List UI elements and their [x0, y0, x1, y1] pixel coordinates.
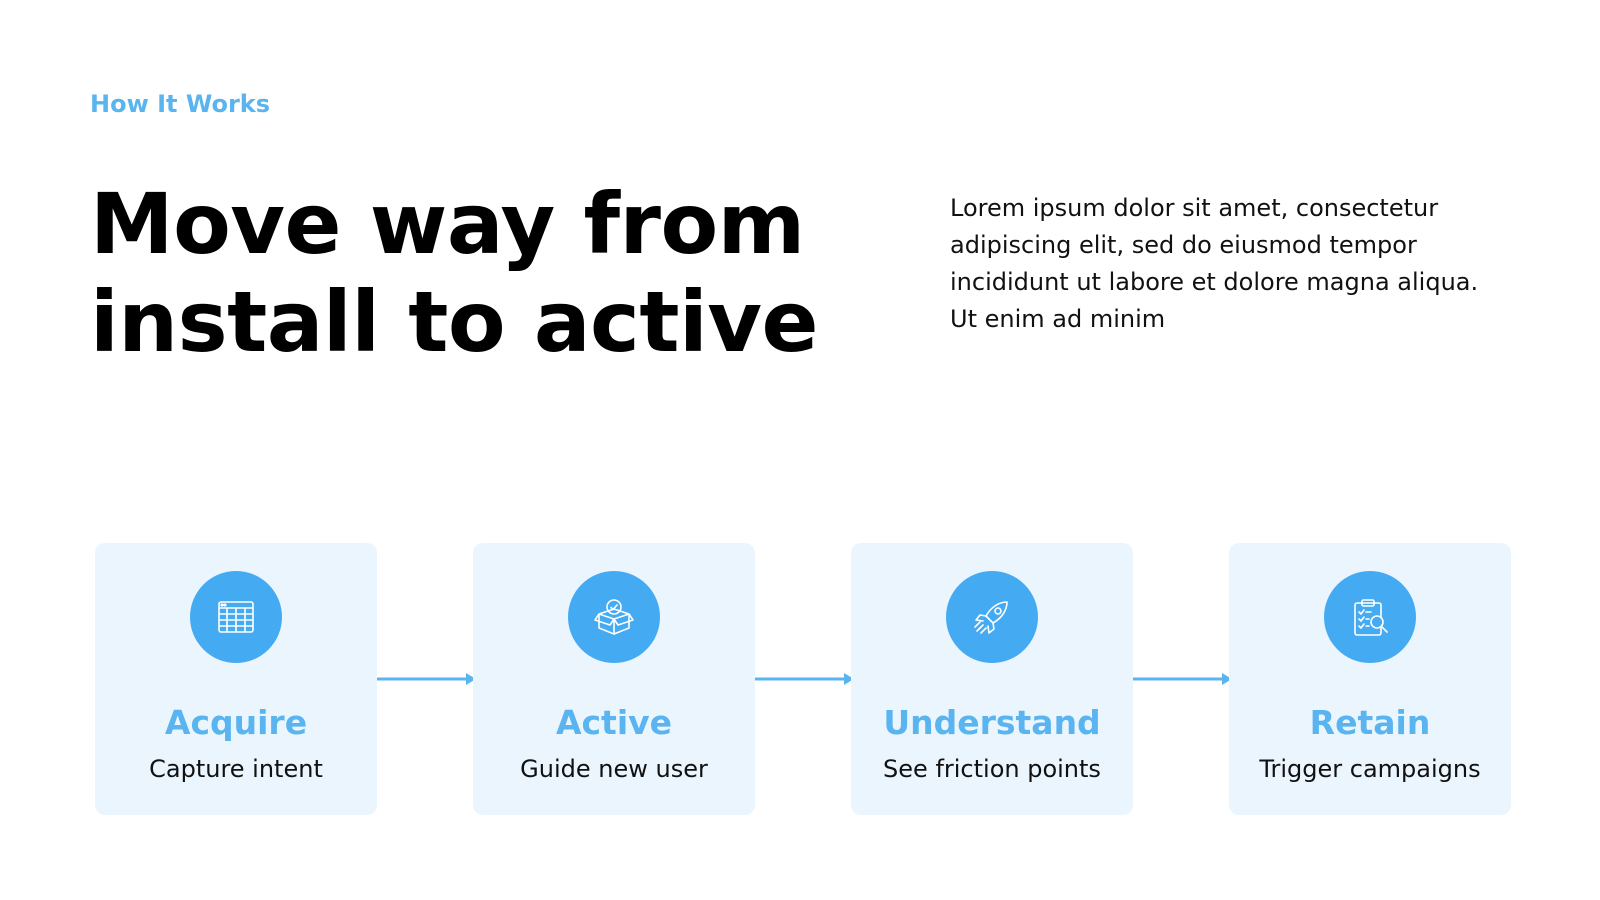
arrow-active-to-understand [755, 673, 854, 685]
intro-line: incididunt ut labore et dolore magna ali… [950, 268, 1479, 296]
step-card-acquire: Acquire Capture intent [95, 543, 377, 815]
step-subtitle: Guide new user [520, 755, 708, 783]
intro-line: Ut enim ad minim [950, 305, 1166, 333]
step-title: Retain [1309, 703, 1431, 742]
step-subtitle: Trigger campaigns [1259, 755, 1481, 783]
headline-line: install to active [90, 273, 819, 371]
table-icon [190, 571, 282, 663]
clipboard-search-icon [1324, 571, 1416, 663]
step-title: Acquire [164, 703, 308, 742]
step-subtitle: See friction points [883, 755, 1101, 783]
step-subtitle: Capture intent [149, 755, 323, 783]
box-check-icon [568, 571, 660, 663]
step-card-active: Active Guide new user [473, 543, 755, 815]
arrow-acquire-to-active [377, 673, 476, 685]
step-card-retain: Retain Trigger campaigns [1229, 543, 1511, 815]
section-eyebrow: How It Works [90, 90, 271, 118]
rocket-icon [946, 571, 1038, 663]
step-title: Active [555, 703, 673, 742]
step-title: Understand [883, 703, 1101, 742]
intro-line: Lorem ipsum dolor sit amet, consectetur [950, 194, 1439, 222]
headline-line: Move way from [90, 175, 805, 273]
headline: Move way from install to active [90, 175, 819, 371]
step-card-understand: Understand See friction points [851, 543, 1133, 815]
intro-line: adipiscing elit, sed do eiusmod tempor [950, 231, 1417, 259]
arrow-understand-to-retain [1133, 673, 1232, 685]
intro-paragraph: Lorem ipsum dolor sit amet, consectetur … [950, 190, 1510, 338]
